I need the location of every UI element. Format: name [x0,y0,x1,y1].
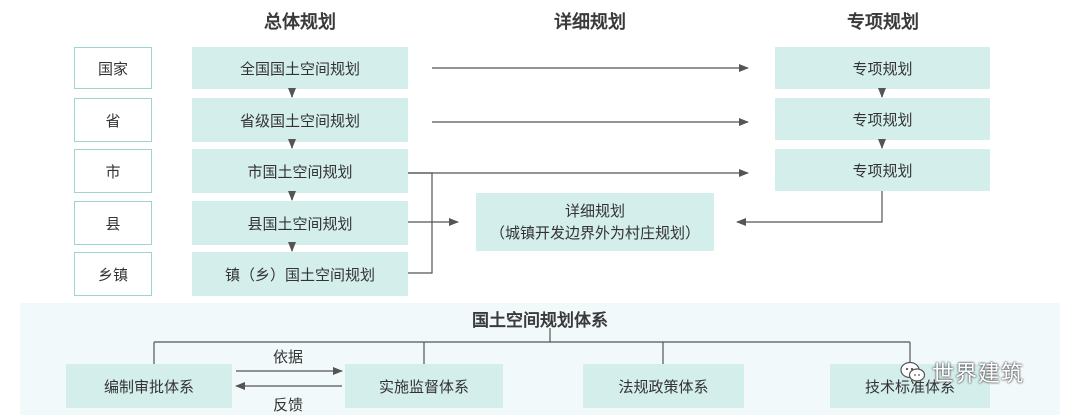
level-county: 县 [74,201,152,245]
arrow-special-to-detailed [736,191,883,226]
system-box-regulation: 法规政策体系 [583,364,744,408]
special-plan-national: 专项规划 [775,47,990,89]
bracket-to-detailed [408,172,433,274]
wechat-icon [900,361,926,382]
arrow-label-basis: 依据 [272,348,303,366]
watermark-text: 世界建筑 [932,362,1025,387]
system-box-compilation: 编制审批体系 [66,364,232,408]
system-title: 国土空间规划体系 [472,311,608,331]
header-special: 专项规划 [847,12,919,33]
watermark: 世界建筑 [900,356,1024,388]
detailed-plan-note: （城镇开发边界外为村庄规划） [489,224,700,242]
level-province: 省 [74,98,152,142]
detailed-plan-title: 详细规划 [564,202,625,220]
arrow-label-feedback: 反馈 [272,396,303,414]
plan-city: 市国土空间规划 [192,149,408,193]
system-box-supervision: 实施监督体系 [345,364,503,408]
header-detailed: 详细规划 [554,12,626,33]
detailed-plan-box: 详细规划 （城镇开发边界外为村庄规划） [476,193,714,251]
special-plan-city: 专项规划 [775,149,990,191]
plan-township: 镇（乡）国土空间规划 [192,252,408,296]
level-township: 乡镇 [74,252,152,296]
plan-county: 县国土空间规划 [192,201,408,245]
header-overall: 总体规划 [264,12,336,33]
plan-national: 全国国土空间规划 [192,47,408,89]
special-plan-province: 专项规划 [775,98,990,140]
level-city: 市 [74,149,152,193]
plan-province: 省级国土空间规划 [192,98,408,142]
level-national: 国家 [74,47,152,89]
